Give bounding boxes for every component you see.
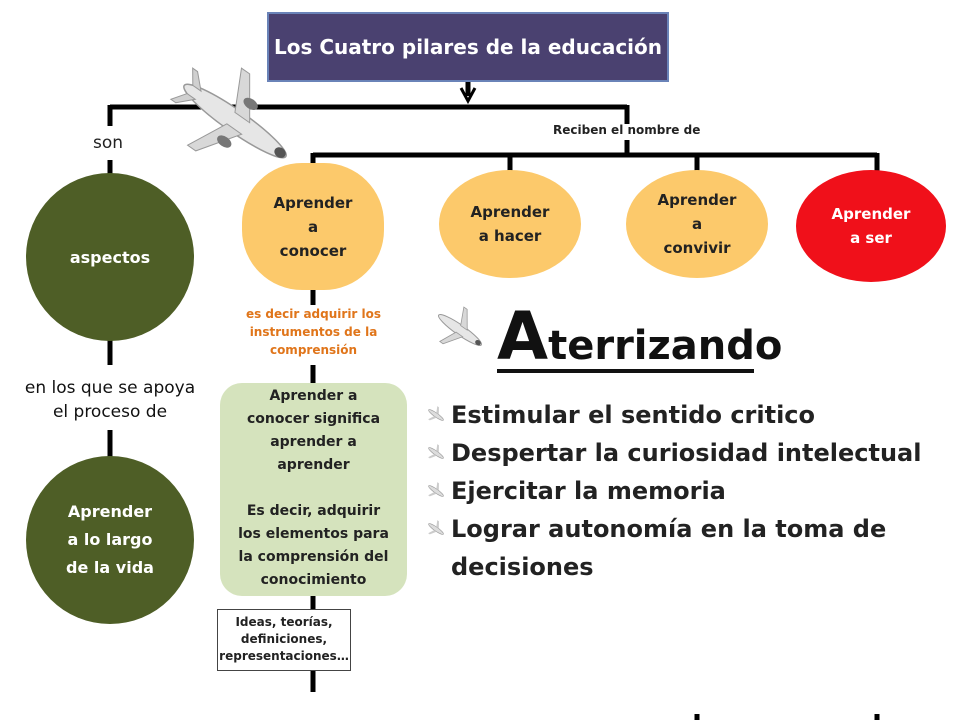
pillar-aprender-convivir: Aprender a convivir bbox=[626, 170, 768, 278]
airplane-icon bbox=[169, 67, 287, 159]
pillar-label: Aprender a convivir bbox=[657, 191, 737, 257]
aterrizando-heading: Aterrizando bbox=[497, 298, 782, 376]
heading-underline bbox=[497, 369, 754, 373]
pillar-label: Aprender a conocer bbox=[273, 193, 353, 260]
bullet-text: Ejercitar la memoria bbox=[451, 477, 726, 505]
reciben-label: Reciben el nombre de bbox=[553, 123, 701, 137]
es-decir-text: es decir adquirir los instrumentos de la… bbox=[245, 307, 382, 357]
ideas-box: Ideas, teorías, definiciones, representa… bbox=[217, 609, 351, 671]
airplane-icon bbox=[438, 306, 482, 346]
pillar-aprender-conocer: Aprender a conocer bbox=[242, 163, 384, 290]
bullet-item: Ejercitar la memoria bbox=[425, 472, 945, 510]
definition-box: Aprender a conocer significa aprender a … bbox=[220, 383, 407, 596]
diagram-title-text: Los Cuatro pilares de la educación bbox=[273, 35, 663, 59]
heading-rest: terrizando bbox=[548, 323, 783, 369]
apoya-label: en los que se apoya el proceso de bbox=[24, 378, 196, 422]
small-airplane-icon bbox=[428, 482, 444, 497]
aprender-vida-node: Aprender a lo largo de la vida bbox=[26, 456, 194, 624]
small-airplane-icon bbox=[428, 406, 444, 421]
bullet-item: Lograr autonomía en la toma de decisione… bbox=[425, 510, 945, 586]
small-airplane-icon bbox=[428, 444, 444, 459]
bullet-text: Lograr autonomía en la toma de decisione… bbox=[451, 515, 887, 581]
bullet-item: Estimular el sentido critico bbox=[425, 396, 945, 434]
heading-initial: A bbox=[497, 298, 549, 375]
pillar-aprender-ser: Aprender a ser bbox=[796, 170, 946, 282]
bullet-text: Estimular el sentido critico bbox=[451, 401, 816, 429]
pillar-label: Aprender a ser bbox=[831, 205, 911, 247]
aspectos-label: aspectos bbox=[69, 247, 151, 267]
aprender-vida-label: Aprender a lo largo de la vida bbox=[66, 502, 154, 577]
son-label: son bbox=[93, 133, 124, 153]
pillar-label: Aprender a hacer bbox=[470, 203, 550, 245]
bullet-item: Despertar la curiosidad intelectual bbox=[425, 434, 945, 472]
diagram-title: Los Cuatro pilares de la educación bbox=[267, 12, 669, 82]
bullet-text: Despertar la curiosidad intelectual bbox=[451, 439, 922, 467]
bullet-list: Estimular el sentido critico Despertar l… bbox=[425, 396, 945, 586]
pillar-aprender-hacer: Aprender a hacer bbox=[439, 170, 581, 278]
aspectos-node: aspectos bbox=[26, 173, 194, 341]
small-airplane-icon bbox=[428, 520, 444, 535]
